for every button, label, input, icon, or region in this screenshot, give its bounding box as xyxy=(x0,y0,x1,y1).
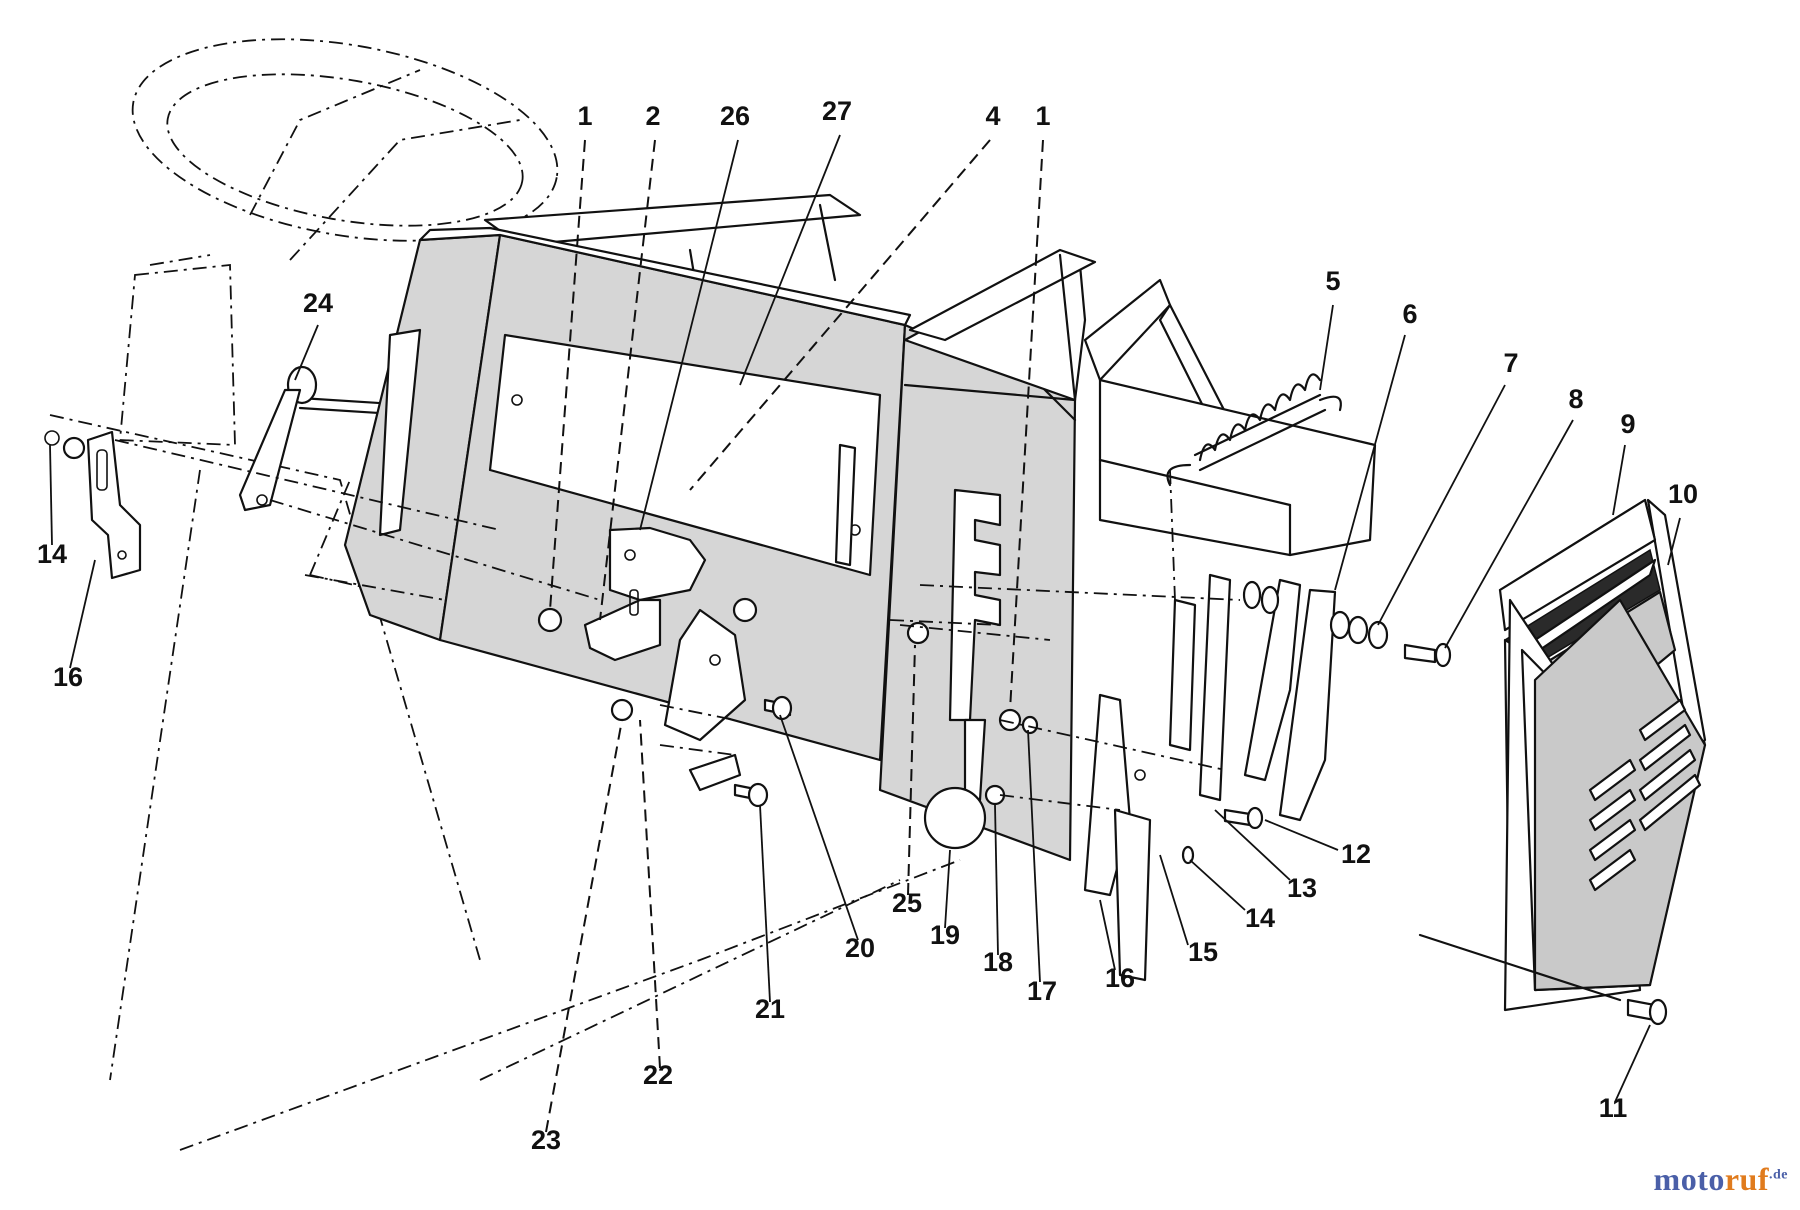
left-bracket-part xyxy=(44,430,142,580)
callout-27: 27 xyxy=(822,96,852,126)
callout-22: 22 xyxy=(643,1060,673,1090)
callout-11: 11 xyxy=(1599,1093,1628,1123)
callout-9: 9 xyxy=(1620,409,1635,439)
callout-7: 7 xyxy=(1503,348,1518,378)
leader-lines xyxy=(49,134,1681,1133)
watermark-part-c: .de xyxy=(1769,1167,1788,1183)
callout-6: 6 xyxy=(1402,299,1417,329)
rear-cover-part xyxy=(1418,498,1707,1026)
callout-2: 2 xyxy=(645,101,660,131)
linkage-plates-part xyxy=(1083,573,1337,982)
callout-16: 16 xyxy=(53,662,83,692)
callout-12: 12 xyxy=(1341,839,1371,869)
watermark-part-a: moto xyxy=(1653,1161,1725,1197)
callout-15: 15 xyxy=(1188,937,1218,967)
callout-5: 5 xyxy=(1325,266,1340,296)
assembly-lines xyxy=(114,439,1241,811)
callout-25: 25 xyxy=(892,888,922,918)
callout-16: 16 xyxy=(1105,963,1135,993)
callout-18: 18 xyxy=(983,947,1013,977)
callout-4: 4 xyxy=(985,101,1000,131)
callout-19: 19 xyxy=(930,920,960,950)
shift-lever-part xyxy=(923,718,987,850)
callout-14: 14 xyxy=(37,539,67,569)
callout-10: 10 xyxy=(1668,479,1698,509)
callout-13: 13 xyxy=(1287,873,1317,903)
spring-part xyxy=(1166,373,1342,487)
callout-20: 20 xyxy=(845,933,875,963)
center-bracket-part xyxy=(583,526,747,792)
callout-21: 21 xyxy=(755,994,785,1024)
callout-26: 26 xyxy=(720,101,750,131)
steering-wheel-outline xyxy=(49,38,961,1151)
pivot-rod-part xyxy=(238,365,492,512)
hardware-washers-part xyxy=(537,580,1452,865)
callout-1: 1 xyxy=(577,101,592,131)
callout-24: 24 xyxy=(303,288,333,318)
watermark-logo: motoruf.de xyxy=(1654,1161,1788,1198)
watermark-part-b: ruf xyxy=(1724,1161,1769,1197)
callout-14: 14 xyxy=(1245,903,1275,933)
callout-23: 23 xyxy=(531,1125,561,1155)
callout-17: 17 xyxy=(1027,976,1057,1006)
callout-8: 8 xyxy=(1568,384,1583,414)
callout-1: 1 xyxy=(1035,101,1050,131)
